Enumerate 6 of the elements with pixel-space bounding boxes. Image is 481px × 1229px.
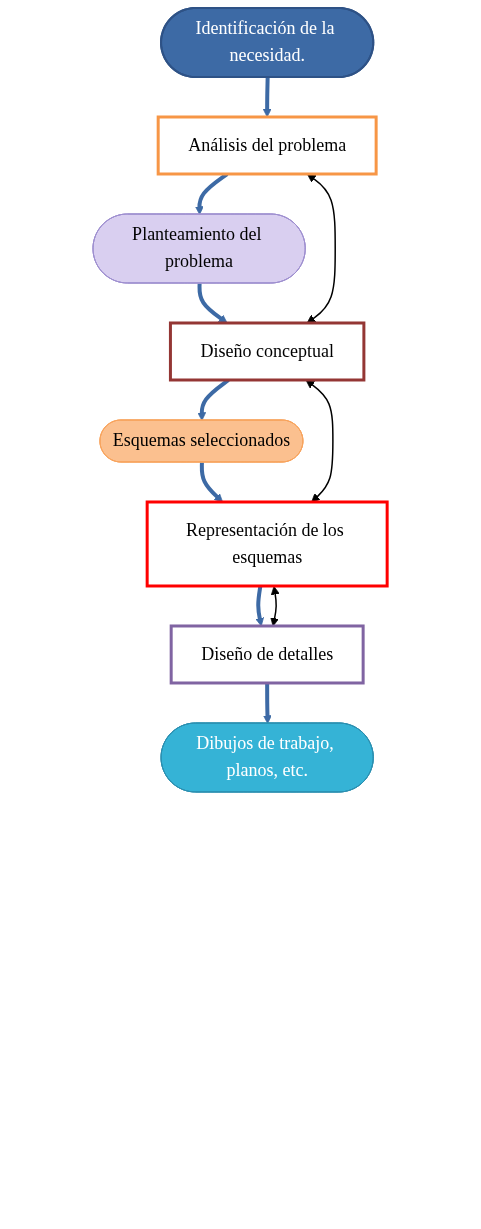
arrow — [263, 683, 273, 724]
node-box: Diseño conceptual — [169, 321, 366, 382]
node-box: Representación de los esquemas — [146, 500, 390, 588]
arrow — [263, 77, 272, 118]
node-box: Diseño de detalles — [170, 624, 366, 685]
node-box: Análisis del problema — [157, 115, 379, 176]
